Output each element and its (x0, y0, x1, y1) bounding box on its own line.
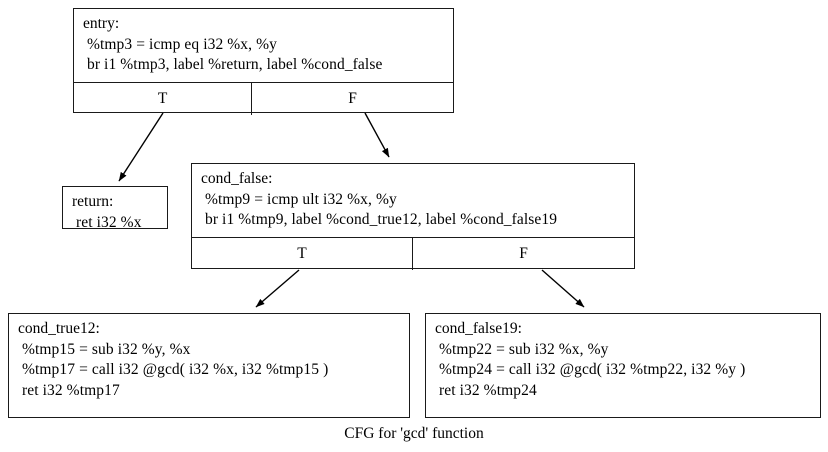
node-cond-false[interactable]: cond_false: %tmp9 = icmp ult i32 %x, %y … (191, 163, 635, 270)
node-cond-false19-line-1: %tmp22 = sub i32 %x, %y (435, 340, 609, 358)
node-cond-false19[interactable]: cond_false19: %tmp22 = sub i32 %x, %y %t… (425, 313, 821, 418)
node-cond-false-port-true[interactable]: T (192, 237, 413, 270)
node-cond-true12-line-3: ret i32 %tmp17 (18, 381, 120, 399)
node-entry-port-true[interactable]: T (74, 82, 253, 115)
node-cond-false19-line-3: ret i32 %tmp24 (435, 381, 537, 399)
node-cond-false-line-2: br i1 %tmp9, label %cond_true12, label %… (201, 211, 558, 228)
edge-entry-false-to-cond-false (364, 112, 390, 158)
node-cond-true12-line-1: %tmp15 = sub i32 %y, %x (18, 340, 191, 358)
node-cond-false19-title: cond_false19: (435, 320, 522, 337)
node-entry-ports: T F (74, 81, 453, 115)
diagram-caption: CFG for 'gcd' function (344, 425, 484, 442)
node-entry-line-2: br i1 %tmp3, label %return, label %cond_… (83, 56, 383, 73)
node-entry[interactable]: entry: %tmp3 = icmp eq i32 %x, %y br i1 … (73, 8, 454, 115)
edge-cond-false-true-to-cond-true12 (255, 269, 300, 308)
node-cond-true12-line-2: %tmp17 = call i32 @gcd( i32 %x, i32 %tmp… (18, 361, 329, 378)
node-cond-false-line-1: %tmp9 = icmp ult i32 %x, %y (201, 190, 397, 208)
node-cond-false-port-false[interactable]: F (519, 244, 528, 262)
node-return-title: return: (72, 193, 114, 210)
edge-entry-true-to-return (118, 112, 164, 182)
node-cond-false-body: cond_false: %tmp9 = icmp ult i32 %x, %y … (192, 164, 634, 237)
node-entry-body: entry: %tmp3 = icmp eq i32 %x, %y br i1 … (74, 9, 453, 82)
node-return-line-1: ret i32 %x (72, 213, 142, 231)
edge-cond-false-false-to-cond-false19 (541, 269, 585, 308)
node-return-body: return: ret i32 %x (63, 187, 167, 239)
node-entry-title: entry: (83, 15, 120, 32)
node-cond-true12-body: cond_true12: %tmp15 = sub i32 %y, %x %tm… (9, 314, 409, 417)
node-cond-false-title: cond_false: (201, 170, 273, 187)
node-cond-false19-body: cond_false19: %tmp22 = sub i32 %x, %y %t… (426, 314, 820, 417)
node-cond-false19-line-2: %tmp24 = call i32 @gcd( i32 %tmp22, i32 … (435, 361, 746, 378)
node-entry-line-1: %tmp3 = icmp eq i32 %x, %y (83, 35, 277, 53)
node-return[interactable]: return: ret i32 %x (62, 186, 168, 231)
node-cond-true12[interactable]: cond_true12: %tmp15 = sub i32 %y, %x %tm… (8, 313, 410, 418)
node-cond-false-ports: T F (192, 236, 634, 270)
node-entry-port-false[interactable]: F (348, 89, 357, 107)
node-cond-true12-title: cond_true12: (18, 320, 100, 337)
